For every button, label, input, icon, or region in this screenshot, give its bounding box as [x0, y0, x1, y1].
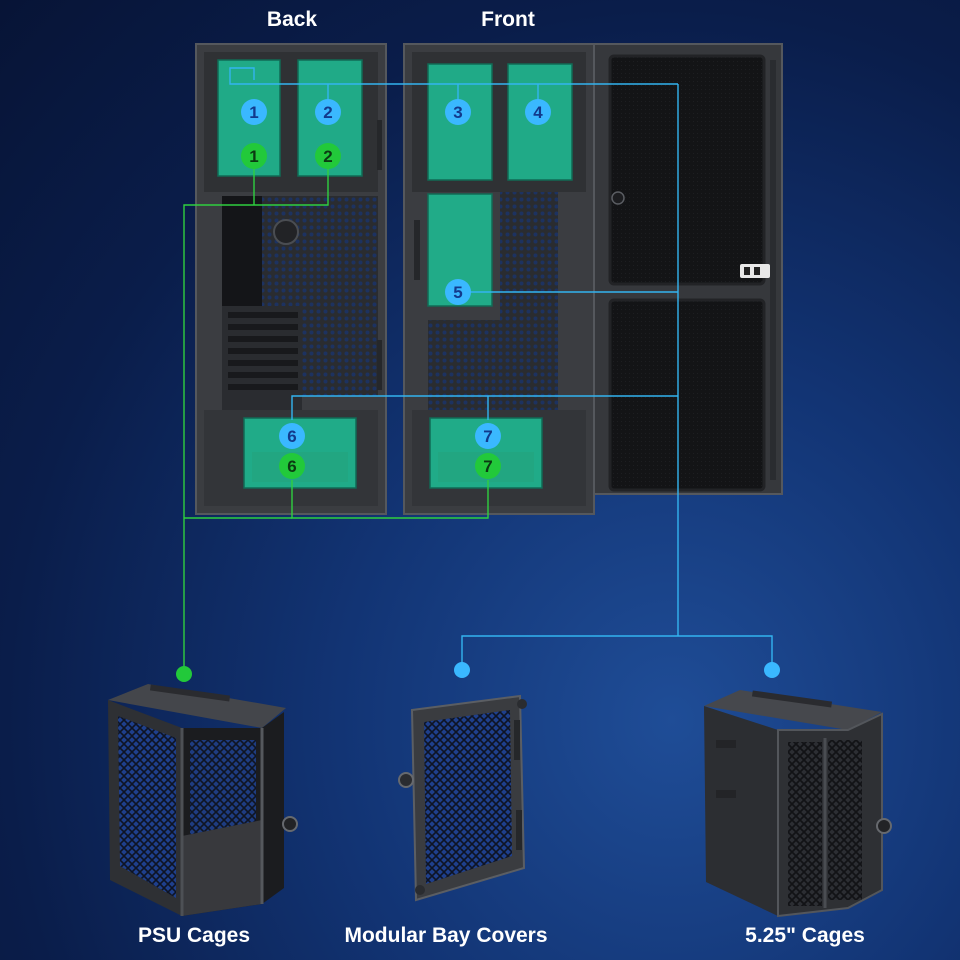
drive-cage-icon [704, 690, 892, 918]
blue-connector-lines [229, 67, 773, 668]
marker-blue-2: 2 [315, 99, 341, 125]
front-heading: Front [481, 8, 535, 31]
marker-blue-7: 7 [475, 423, 501, 449]
svg-text:2: 2 [323, 147, 332, 166]
psu-cages-caption: PSU Cages [137, 924, 251, 947]
front-door-icon [593, 43, 783, 495]
svg-text:4: 4 [533, 103, 543, 122]
marker-blue-3: 3 [445, 99, 471, 125]
bay-cover-icon [398, 694, 527, 902]
back-bay-6 [243, 417, 357, 489]
modular-bay-covers-caption: Modular Bay Covers [344, 924, 548, 947]
drive-cages-connector-dot [764, 662, 780, 678]
marker-green-7: 7 [475, 453, 501, 479]
svg-text:5: 5 [453, 283, 462, 302]
svg-text:1: 1 [249, 147, 258, 166]
marker-blue-6: 6 [279, 423, 305, 449]
marker-blue-5: 5 [445, 279, 471, 305]
marker-green-6: 6 [279, 453, 305, 479]
svg-text:7: 7 [483, 457, 492, 476]
back-heading: Back [266, 8, 318, 31]
svg-text:7: 7 [483, 427, 492, 446]
marker-green-2: 2 [315, 143, 341, 169]
marker-blue-1: 1 [241, 99, 267, 125]
drive-cages-caption: 5.25" Cages [745, 924, 865, 947]
psu-cages-connector-dot [176, 666, 192, 682]
svg-text:1: 1 [249, 103, 258, 122]
svg-text:2: 2 [323, 103, 332, 122]
bay-covers-connector-dot [454, 662, 470, 678]
marker-blue-4: 4 [525, 99, 551, 125]
green-connector-lines [183, 168, 489, 672]
svg-text:3: 3 [453, 103, 462, 122]
expansion-slots [228, 312, 298, 390]
svg-text:6: 6 [287, 427, 296, 446]
svg-text:6: 6 [287, 457, 296, 476]
psu-cage-icon [108, 684, 298, 916]
marker-green-1: 1 [241, 143, 267, 169]
